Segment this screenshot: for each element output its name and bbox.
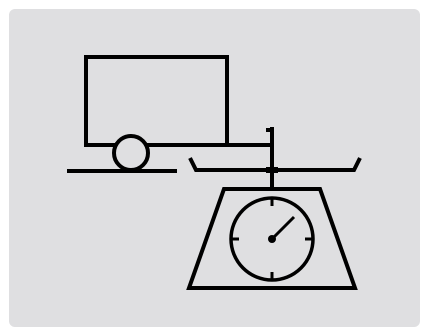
illustration-panel [9, 9, 420, 327]
trailer-wheel [114, 136, 148, 170]
tongue-weight-diagram [9, 9, 420, 327]
dial-pivot [268, 235, 276, 243]
wheel-icon [114, 136, 148, 170]
